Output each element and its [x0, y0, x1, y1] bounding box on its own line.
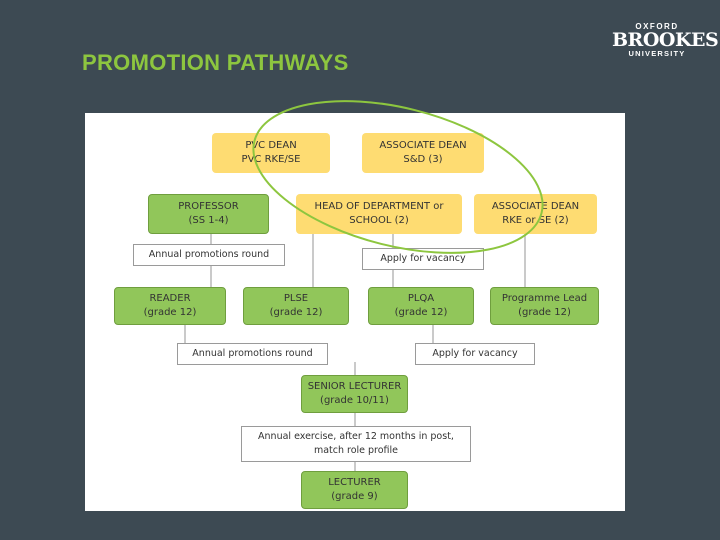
logo-line-brookes: BROOKES: [612, 29, 719, 51]
reader-box: READER (grade 12): [114, 287, 226, 325]
professor-box: PROFESSOR (SS 1-4): [148, 194, 269, 234]
logo-line-oxford: OXFORD: [635, 22, 679, 31]
slide-title: PROMOTION PATHWAYS: [82, 50, 349, 75]
plqa-box: PLQA (grade 12): [368, 287, 474, 325]
university-logo: OXFORD BROOKES UNIVERSITY: [612, 22, 719, 58]
senior-lecturer-box: SENIOR LECTURER (grade 10/11): [301, 375, 408, 413]
plse-box: PLSE (grade 12): [243, 287, 349, 325]
apply-for-vacancy-mid: Apply for vacancy: [415, 343, 535, 365]
annual-exercise-note: Annual exercise, after 12 months in post…: [241, 426, 471, 462]
lecturer-box: LECTURER (grade 9): [301, 471, 408, 509]
head-of-department-box: HEAD OF DEPARTMENT or SCHOOL (2): [296, 194, 462, 234]
annual-promotions-round-top: Annual promotions round: [133, 244, 285, 266]
associate-dean-sd-box: ASSOCIATE DEAN S&D (3): [362, 133, 484, 173]
apply-for-vacancy-top: Apply for vacancy: [362, 248, 484, 270]
associate-dean-rke-box: ASSOCIATE DEAN RKE or SE (2): [474, 194, 597, 234]
programme-lead-box: Programme Lead (grade 12): [490, 287, 599, 325]
pvc-dean-box: PVC DEAN PVC RKE/SE: [212, 133, 330, 173]
logo-line-university: UNIVERSITY: [628, 49, 686, 58]
annual-promotions-round-mid: Annual promotions round: [177, 343, 328, 365]
pathway-diagram: PVC DEAN PVC RKE/SE ASSOCIATE DEAN S&D (…: [85, 113, 625, 511]
